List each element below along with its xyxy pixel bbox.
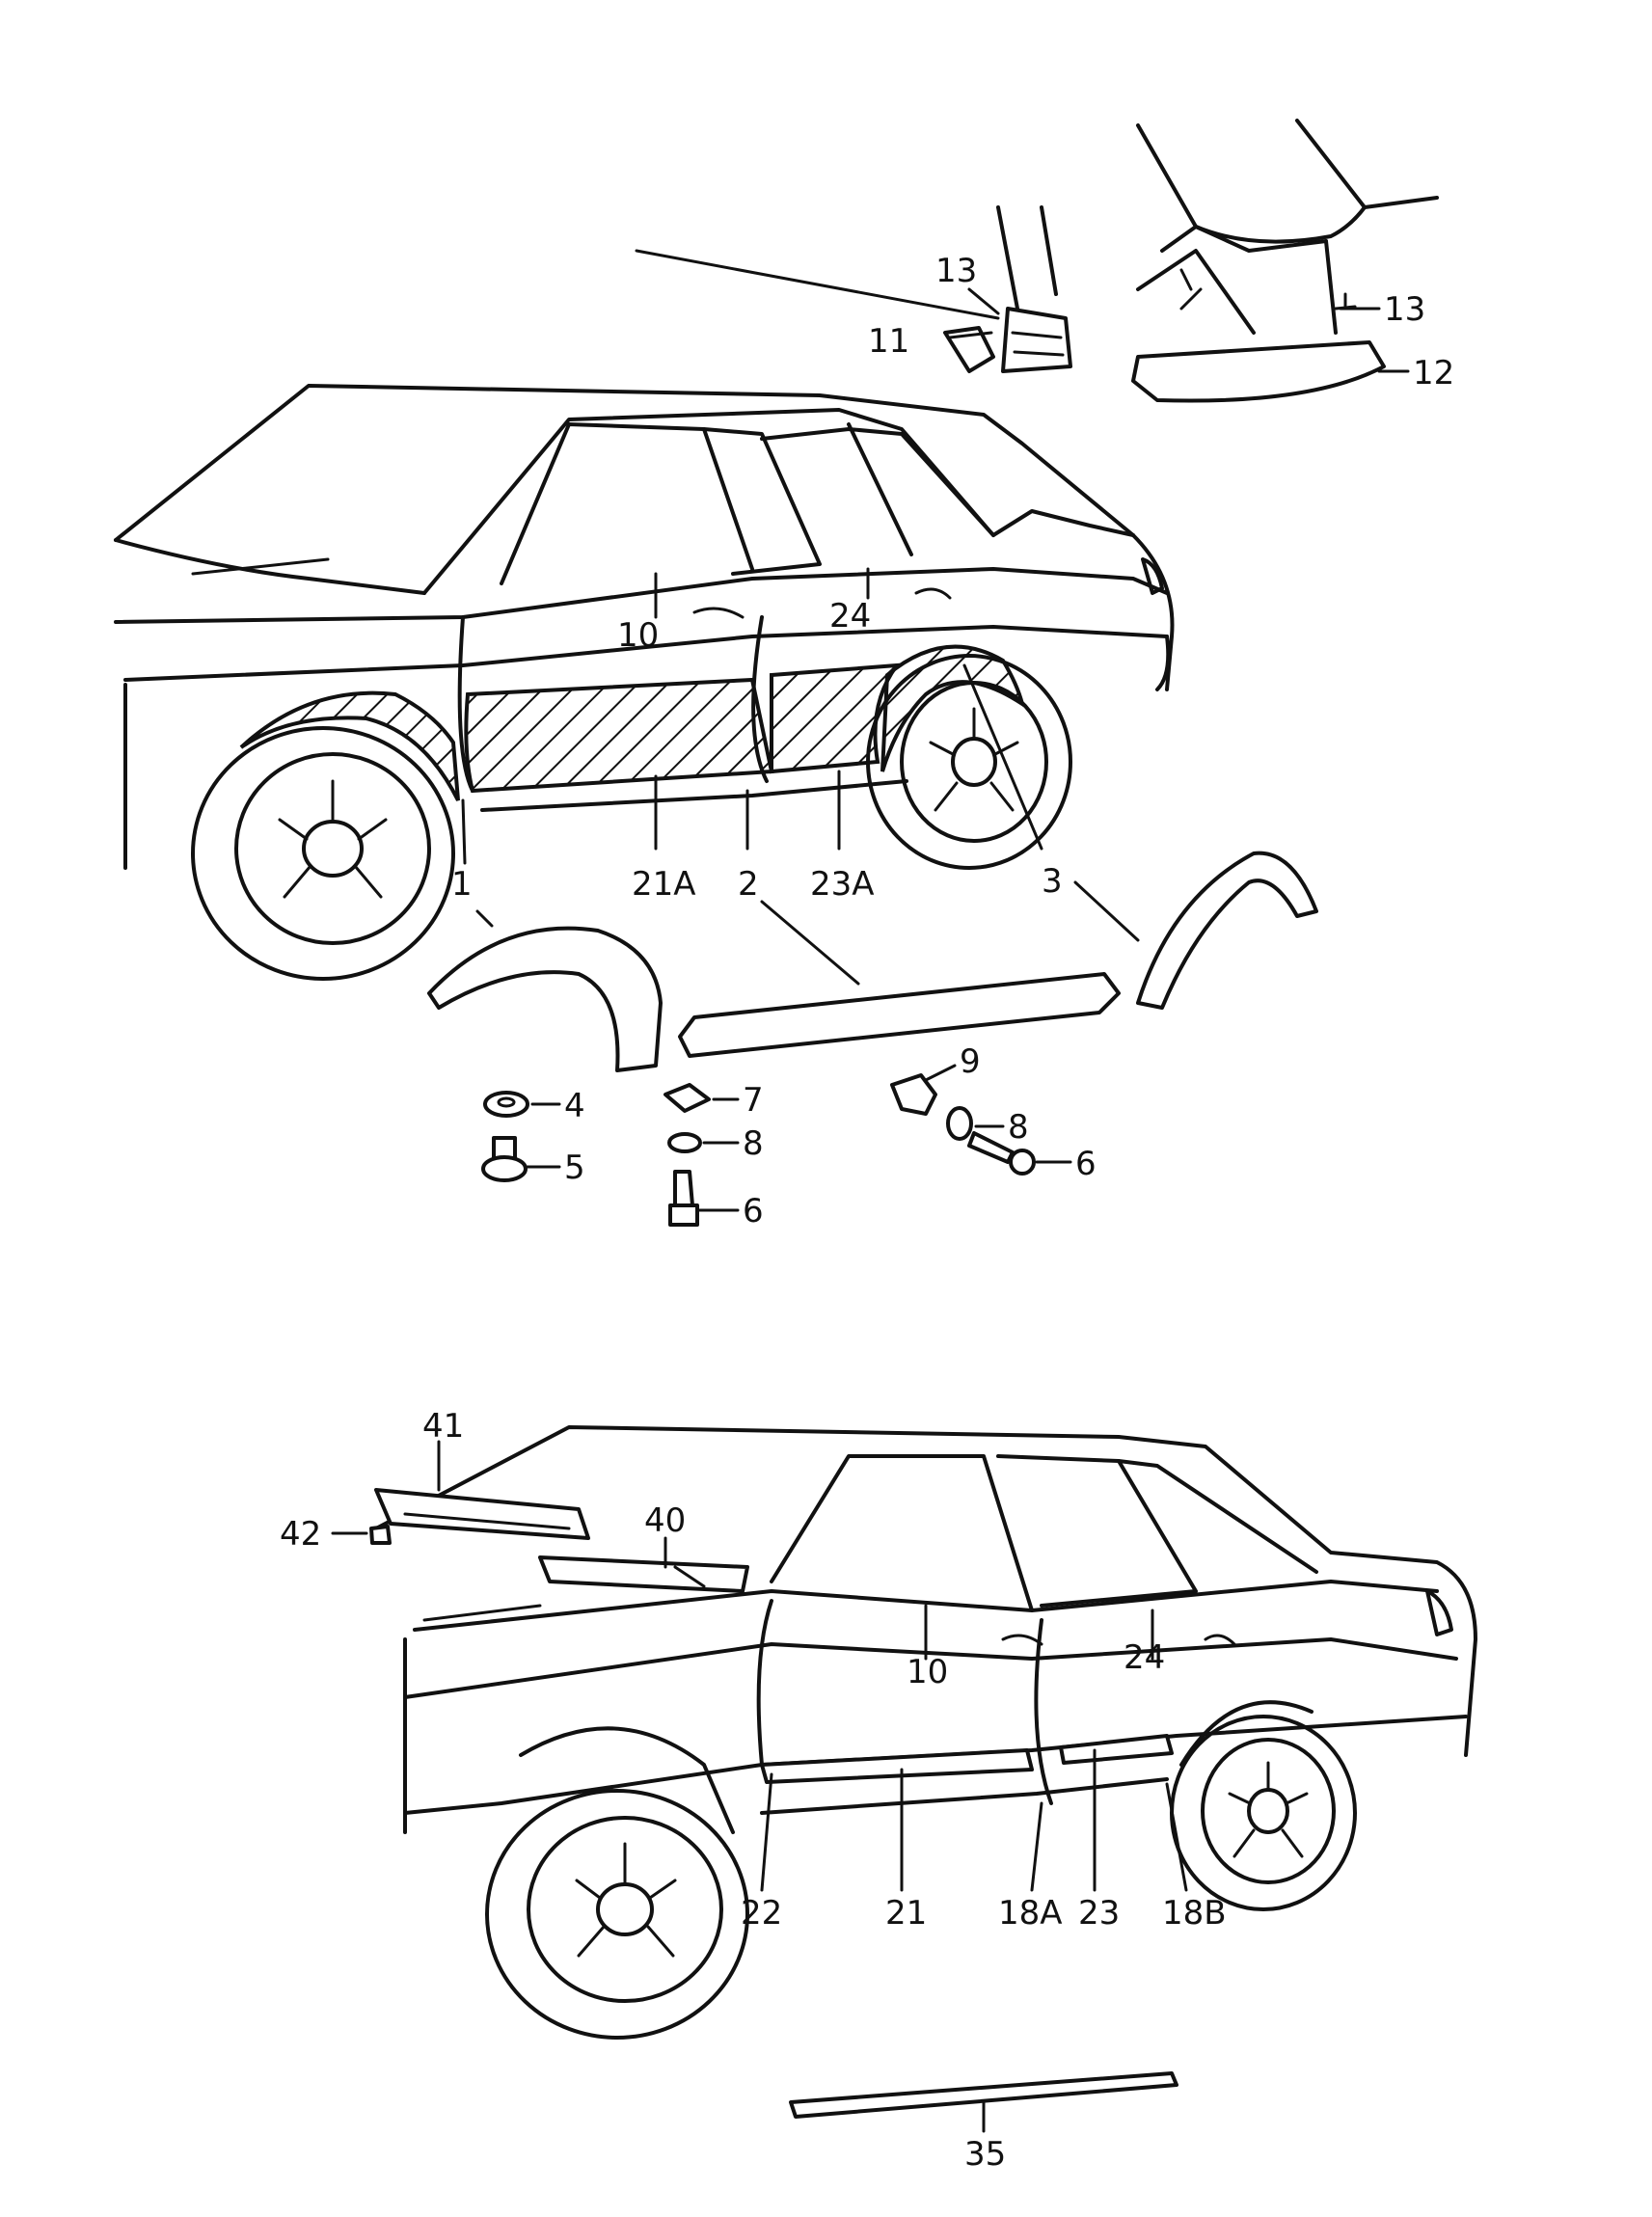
callout-13-right: 13 <box>1384 290 1425 329</box>
callout-40: 40 <box>644 1501 686 1540</box>
callout-12: 12 <box>1413 354 1454 392</box>
fastener-8a <box>667 1132 702 1153</box>
fastener-5 <box>481 1136 528 1182</box>
upper-detail-rear-arch <box>1136 119 1439 335</box>
arch-trim-part-1 <box>427 926 663 1072</box>
upper-car-hatched-areas <box>239 644 1026 801</box>
callout-21A: 21A <box>632 865 696 904</box>
upper-car-body <box>114 384 1175 870</box>
callout-1: 1 <box>451 865 473 904</box>
fastener-4 <box>483 1091 529 1118</box>
callout-23: 23 <box>1078 1894 1120 1933</box>
callout-13-left: 13 <box>935 252 977 290</box>
trim-part-11 <box>943 326 995 373</box>
upper-detail-pillar <box>996 205 1072 373</box>
lower-leader-lines <box>331 1440 1188 2133</box>
lower-car-mouldings <box>760 1734 1174 1784</box>
callout-24-lower: 24 <box>1124 1638 1165 1677</box>
arch-trim-part-3 <box>1136 851 1318 1010</box>
callout-3: 3 <box>1042 862 1063 901</box>
upper-callout-labels: 13 11 13 12 10 24 1 21A 2 23A 3 4 5 7 8 … <box>451 252 1454 1230</box>
lower-car-rear-wheel <box>1170 1700 1357 1911</box>
sill-trim-part-2 <box>678 972 1121 1058</box>
callout-22: 22 <box>741 1894 782 1933</box>
callout-21: 21 <box>885 1894 927 1933</box>
fastener-9 <box>890 1073 937 1116</box>
callout-24: 24 <box>829 597 871 635</box>
callout-6-right: 6 <box>1075 1145 1097 1183</box>
callout-10-lower: 10 <box>907 1653 948 1691</box>
fastener-6a <box>668 1170 699 1227</box>
fastener-8b <box>946 1106 973 1141</box>
callout-8-right: 8 <box>1008 1108 1029 1147</box>
windscreen-cover-41 <box>374 1488 590 1540</box>
fastener-7 <box>664 1083 711 1113</box>
upper-car-front-wheel <box>191 726 455 981</box>
upper-car-rear-wheel <box>866 654 1072 870</box>
fastener-6b <box>967 1131 1036 1176</box>
lower-car-body <box>374 1425 1477 1834</box>
callout-5: 5 <box>564 1149 585 1187</box>
callout-41: 41 <box>422 1407 464 1446</box>
callout-2: 2 <box>738 865 759 904</box>
callout-11: 11 <box>868 322 909 361</box>
wiper-panel-40 <box>538 1555 749 1593</box>
callout-18A: 18A <box>998 1894 1063 1933</box>
callout-6-left: 6 <box>743 1192 764 1230</box>
callout-7: 7 <box>743 1081 764 1120</box>
trim-clip-42 <box>369 1525 392 1545</box>
callout-9: 9 <box>960 1042 981 1081</box>
callout-4: 4 <box>564 1087 585 1125</box>
upper-leader-lines <box>461 249 1410 1212</box>
callout-8-left: 8 <box>743 1124 764 1163</box>
callout-42: 42 <box>280 1515 321 1554</box>
callout-23A: 23A <box>810 865 875 904</box>
callout-18B: 18B <box>1162 1894 1227 1933</box>
sill-moulding-35 <box>789 2071 1178 2119</box>
callout-35: 35 <box>964 2135 1006 2174</box>
lower-car-front-wheel <box>485 1726 749 2040</box>
arch-trim-part-12 <box>1131 340 1386 403</box>
callout-10: 10 <box>617 616 659 655</box>
lower-callout-labels: 41 42 40 10 24 22 21 18A 23 18B 35 <box>280 1407 1227 2174</box>
